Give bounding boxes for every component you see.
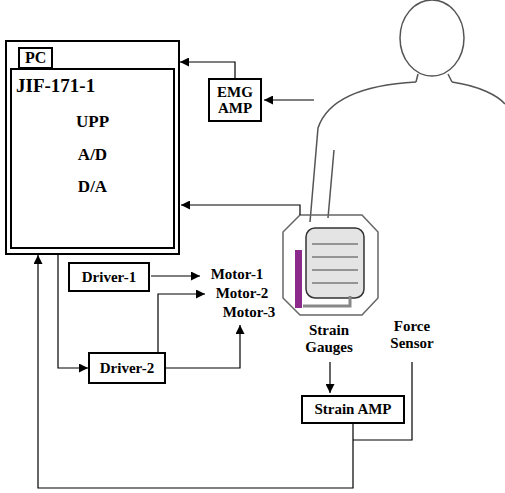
motor-wire xyxy=(166,325,240,368)
finger-line xyxy=(312,257,358,258)
neck-outline xyxy=(416,74,452,82)
emg-wire xyxy=(264,99,314,100)
box-title: JIF-171-1 xyxy=(16,76,95,97)
sensor-label: Force Sensor xyxy=(374,318,450,351)
finger-line xyxy=(312,283,358,284)
motor-label: Motor-2 xyxy=(207,285,277,302)
box-title: Strain AMP xyxy=(314,401,391,418)
amplifier-box: Strain AMP xyxy=(301,395,405,424)
driver-box: Driver-1 xyxy=(68,262,150,292)
box-title: PC xyxy=(18,47,53,69)
box-title: Driver-2 xyxy=(100,360,154,377)
force-sensor-plate xyxy=(303,296,350,306)
sensor-wire xyxy=(181,205,300,215)
strain-gauge-bar xyxy=(295,250,302,308)
box-text: D/A xyxy=(78,178,107,197)
motor-label: Motor-3 xyxy=(214,304,284,321)
finger-line xyxy=(312,270,358,271)
shoulder-outline xyxy=(452,82,505,104)
head-outline xyxy=(400,0,464,76)
gauge-wire xyxy=(329,362,330,393)
motor-wire xyxy=(158,294,205,352)
box-text: A/D xyxy=(78,146,107,165)
pc-box: PC JIF-171-1UPP A/D D/A xyxy=(5,40,180,255)
box-title: Driver-1 xyxy=(82,269,136,286)
arm-inner-outline xyxy=(328,150,334,218)
signal-connector xyxy=(180,62,235,78)
orthosis-frame xyxy=(283,215,378,315)
box-text: UPP xyxy=(76,113,109,132)
box-title: EMG AMP xyxy=(212,84,258,117)
driver-box: Driver-2 xyxy=(88,352,166,384)
signal-connector xyxy=(38,255,353,488)
fist xyxy=(306,228,364,298)
arm-outline xyxy=(310,82,416,222)
motor-wire xyxy=(151,275,200,276)
amplifier-box: EMG AMP xyxy=(208,78,262,122)
motor-label: Motor-1 xyxy=(202,266,272,283)
finger-line xyxy=(312,244,358,245)
interface-board: JIF-171-1UPP A/D D/A xyxy=(10,68,175,249)
finger-lines xyxy=(312,244,358,283)
sensor-label: Strain Gauges xyxy=(286,322,372,355)
